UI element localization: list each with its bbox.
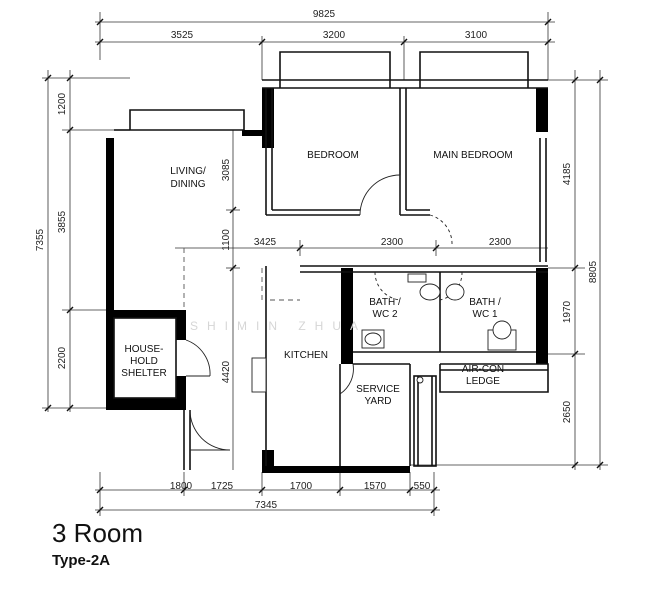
room-label-living-1: LIVING/	[170, 166, 206, 177]
dim-bottom-1: 1800	[170, 481, 193, 492]
dim-left-2: 3855	[57, 210, 68, 233]
dim-bottom-5: 550	[414, 481, 431, 492]
room-label-bath1-1: BATH /	[469, 297, 501, 308]
dim-bottom-total: 7345	[255, 500, 278, 511]
dim-mid-1: 3425	[254, 237, 277, 248]
walls-solid	[106, 88, 548, 473]
dim-bottom-3: 1700	[290, 481, 313, 492]
walls-thin	[113, 51, 549, 470]
dim-mid-3: 2300	[489, 237, 512, 248]
room-label-service-1: SERVICE	[356, 384, 400, 395]
dim-right-3: 2650	[562, 400, 573, 423]
room-label-aircon-1: AIR-CON	[462, 364, 504, 375]
dim-left-1: 1200	[57, 92, 68, 115]
dim-top-2: 3200	[323, 30, 346, 41]
dim-bottom-4: 1570	[364, 481, 387, 492]
room-label-bath2-2: WC 2	[373, 309, 398, 320]
room-label-shelter-3: SHELTER	[121, 368, 166, 379]
dim-top-1: 3525	[171, 30, 194, 41]
door-swings	[185, 174, 463, 451]
room-label-bath2-1: BATH /	[369, 297, 401, 308]
dim-right-2: 1970	[562, 300, 573, 323]
dim-mid-2: 2300	[381, 237, 404, 248]
dimension-lines	[42, 12, 608, 516]
dim-left-3: 2200	[57, 346, 68, 369]
dim-top-3: 3100	[465, 30, 488, 41]
room-label-service-2: YARD	[364, 396, 391, 407]
room-label-main-bedroom: MAIN BEDROOM	[433, 150, 512, 161]
dim-top-total: 9825	[313, 9, 336, 20]
dim-inner-1: 3085	[221, 158, 232, 181]
dim-bottom-2: 1725	[211, 481, 234, 492]
room-label-bedroom: BEDROOM	[307, 150, 359, 161]
dim-right-1: 4185	[562, 162, 573, 185]
dim-inner-2: 1100	[221, 229, 232, 251]
room-label-kitchen: KITCHEN	[284, 350, 328, 361]
dim-left-total: 7355	[35, 228, 46, 251]
dimension-ticks	[44, 18, 604, 514]
room-label-bath1-2: WC 1	[473, 309, 498, 320]
room-label-aircon-2: LEDGE	[466, 376, 500, 387]
dim-inner-3: 4420	[221, 360, 232, 383]
room-label-shelter-1: HOUSE-	[125, 344, 164, 355]
watermark-text: SHIMIN ZHUA	[190, 319, 367, 333]
room-label-living-2: DINING	[171, 179, 206, 190]
bathroom-fixtures	[251, 273, 517, 393]
room-label-shelter-2: HOLD	[130, 356, 158, 367]
plan-subtitle: Type-2A	[52, 552, 111, 569]
plan-title: 3 Room	[52, 518, 144, 548]
dim-right-total: 8805	[588, 260, 599, 283]
hidden-lines	[183, 248, 300, 310]
